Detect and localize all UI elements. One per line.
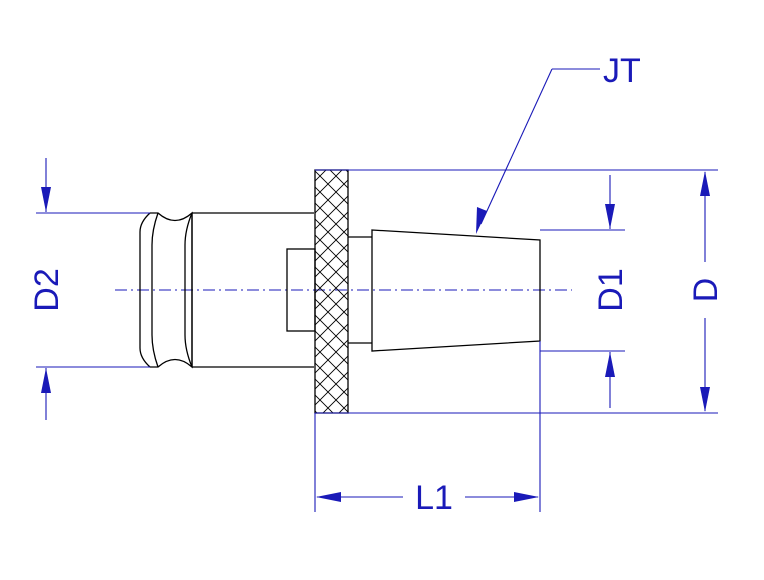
l1-arrow-right — [514, 492, 539, 502]
d1-label: D1 — [592, 268, 630, 311]
jt-leader-arrow — [476, 207, 487, 234]
d1-arrow-top — [605, 204, 615, 229]
d2-arrow-top — [41, 187, 51, 212]
d-label: D — [687, 278, 725, 303]
l1-arrow-left — [316, 492, 341, 502]
knurled-flange — [314, 169, 349, 414]
d-arrow-top — [700, 171, 710, 196]
d-arrow-bottom — [700, 387, 710, 412]
d2-label: D2 — [28, 268, 66, 311]
jt-label: JT — [603, 52, 641, 90]
d2-arrow-bottom — [41, 368, 51, 393]
jt-leader-line — [480, 68, 553, 225]
d1-arrow-bottom — [605, 352, 615, 377]
l1-label: L1 — [415, 479, 453, 517]
shank — [139, 211, 314, 369]
